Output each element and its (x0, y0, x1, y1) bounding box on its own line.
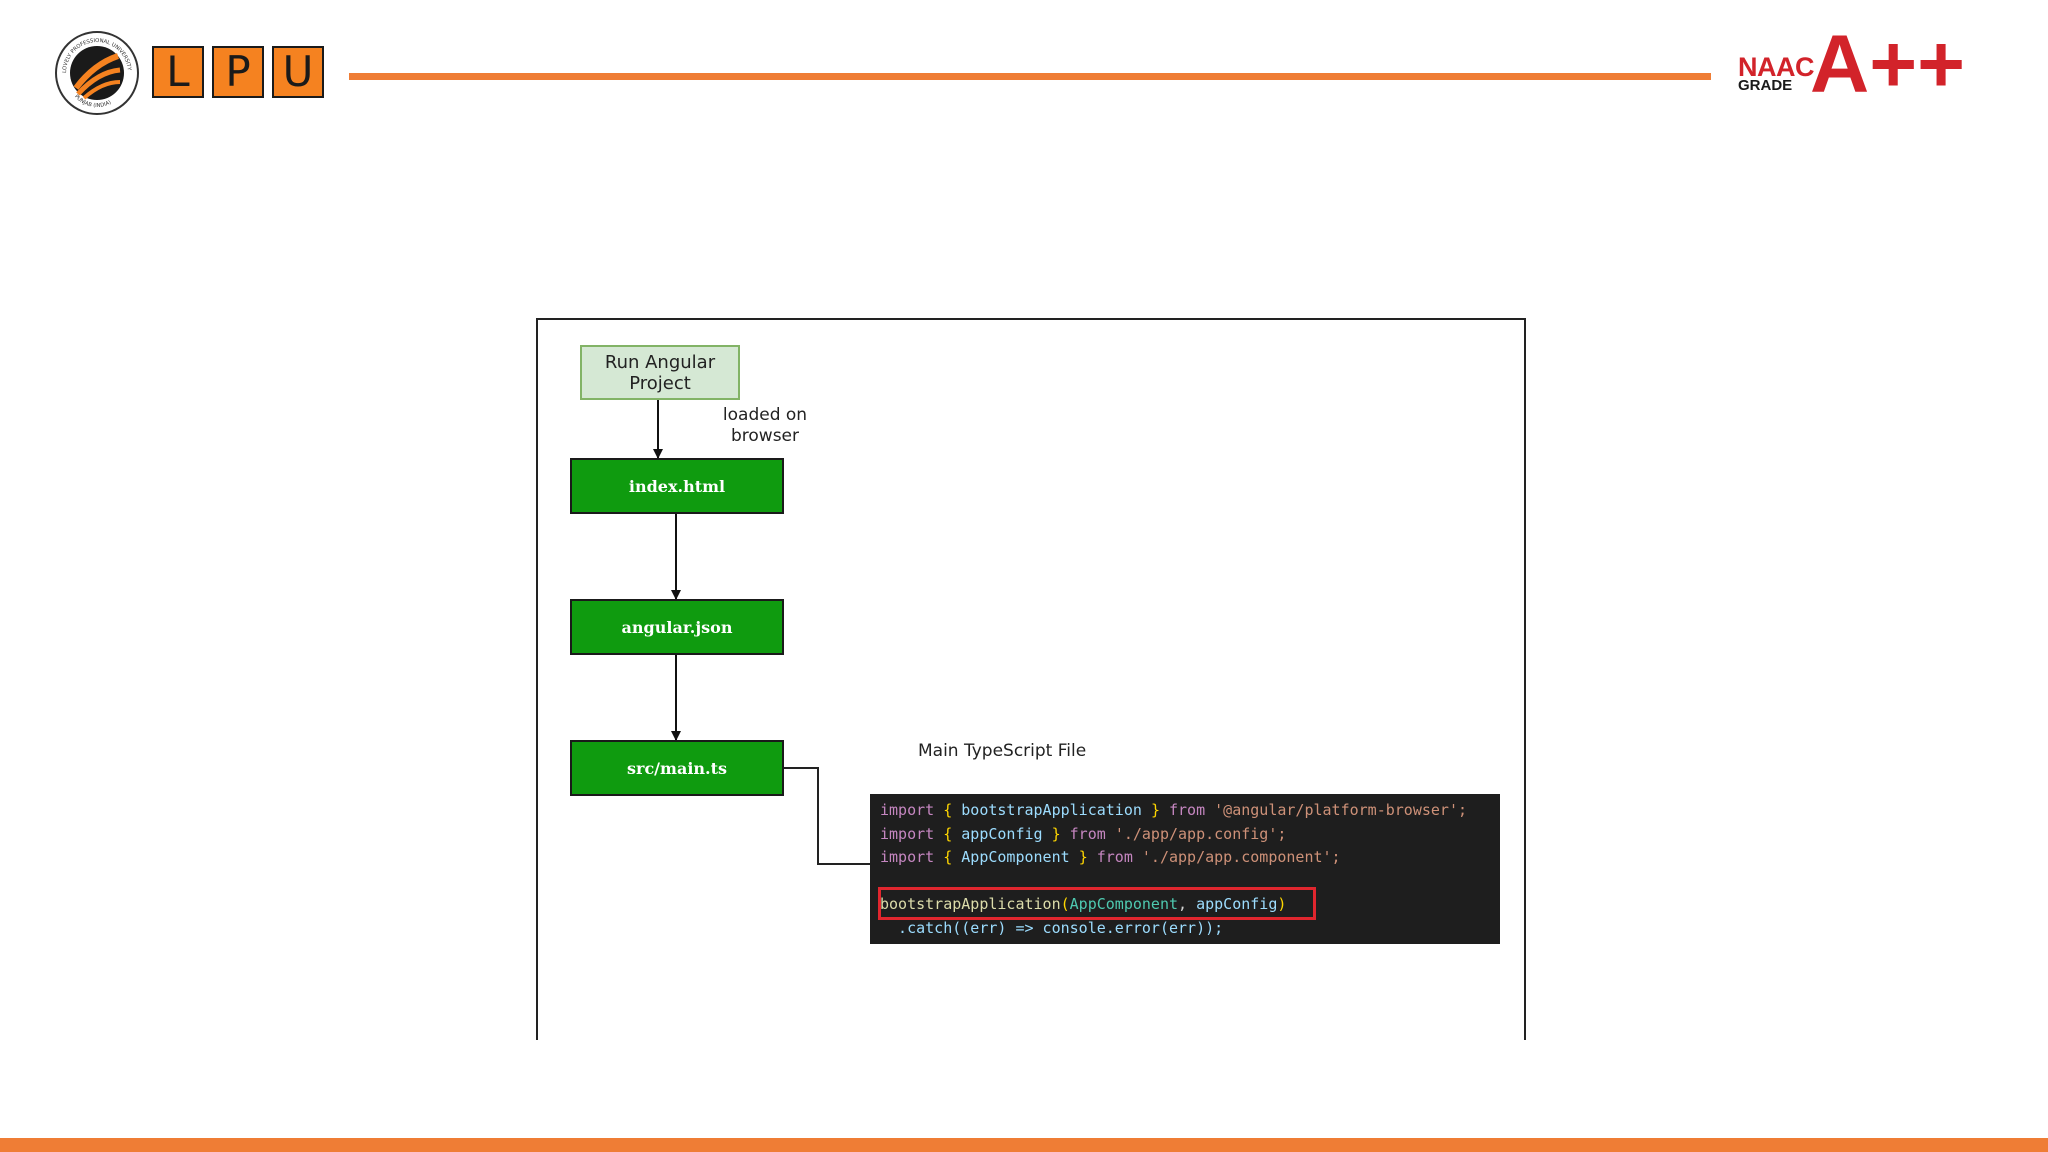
code-line-import-2: import { appConfig } from './app/app.con… (880, 823, 1500, 847)
naac-badge: A++ NAAC GRADE (1738, 28, 2006, 104)
bootstrap-highlight-box (878, 887, 1316, 920)
start-node-line-2: Project (629, 372, 691, 394)
edge-label-line-1: loaded on (722, 405, 808, 425)
code-title: Main TypeScript File (918, 741, 1087, 761)
node-src-main-ts: src/main.ts (570, 740, 784, 796)
edge-label: loaded on browser (710, 405, 820, 447)
start-node-line-1: Run Angular (604, 351, 716, 373)
code-line-import-3: import { AppComponent } from './app/app.… (880, 846, 1500, 870)
code-token: { (943, 801, 953, 819)
logo-letter-l: L (152, 46, 204, 98)
header-divider (349, 73, 1711, 80)
footer-bar (0, 1138, 2048, 1152)
code-token: } (1051, 824, 1061, 843)
code-token: AppComponent (1069, 895, 1179, 913)
code-token: .catch((err) => console.error(err)); (880, 918, 1224, 937)
code-snippet: import { bootstrapApplication } from '@a… (870, 794, 1500, 944)
code-token: AppComponent (961, 848, 1070, 866)
naac-grade-word: GRADE (1738, 77, 1793, 94)
code-token: '@angular/platform-browser'; (1214, 801, 1468, 819)
logo-letter-p: P (212, 46, 264, 98)
start-node: Run Angular Project (580, 345, 740, 400)
code-token: from (1096, 848, 1133, 866)
node-index-html: index.html (570, 458, 784, 514)
code-token: bootstrapApplication (880, 895, 1061, 913)
code-line-import-1: import { bootstrapApplication } from '@a… (880, 799, 1500, 823)
code-token: ) (1277, 895, 1287, 913)
code-line-catch: .catch((err) => console.error(err)); (880, 917, 1500, 941)
lpu-wordmark: L P U (152, 46, 324, 98)
naac-label: NAAC (1738, 52, 1815, 82)
logo-letter-u: U (272, 46, 324, 98)
code-token: appConfig (961, 824, 1043, 843)
lpu-seal-logo: LOVELY PROFESSIONAL UNIVERSITY PUNJAB (I… (55, 31, 139, 115)
code-token: import (880, 824, 935, 843)
naac-grade-text: A++ (1810, 28, 1965, 104)
code-token: import (880, 801, 935, 819)
code-token: './app/app.config'; (1114, 824, 1287, 843)
code-token: from (1169, 801, 1206, 819)
node-angular-json: angular.json (570, 599, 784, 655)
code-token: bootstrapApplication (961, 801, 1142, 819)
code-line-bootstrap: bootstrapApplication(AppComponent, appCo… (880, 893, 1500, 917)
code-token: appConfig (1196, 895, 1278, 913)
code-token: './app/app.component'; (1141, 848, 1341, 866)
code-token: from (1069, 824, 1106, 843)
edge-main-to-code (784, 767, 870, 865)
code-token: } (1150, 801, 1160, 819)
edge-label-line-2: browser (730, 426, 800, 446)
naac-grade-svg: A++ (1810, 28, 1965, 104)
code-token: { (943, 848, 953, 866)
code-token: { (943, 824, 953, 843)
code-token: ( (1060, 895, 1070, 913)
code-token: import (880, 848, 935, 866)
code-token: , (1178, 895, 1197, 913)
code-token: } (1078, 848, 1088, 866)
